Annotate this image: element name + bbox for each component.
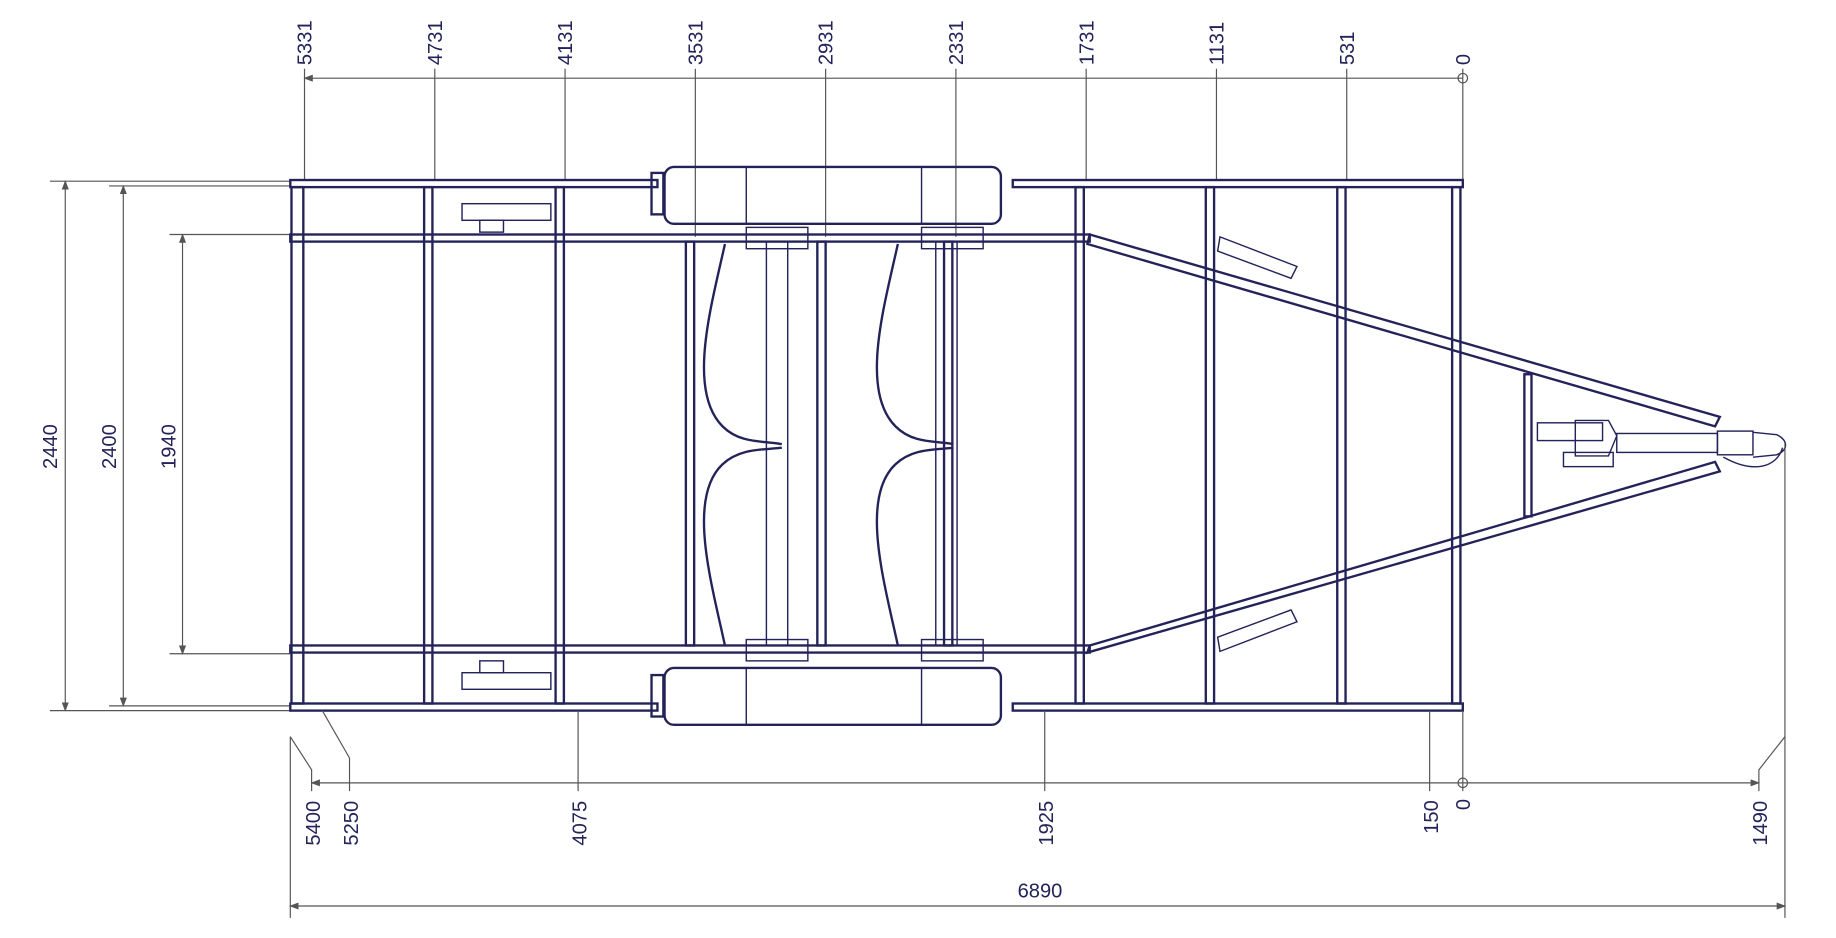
dim-label: 4131 [555,20,577,65]
dim-label: 4731 [425,20,447,65]
dim-label: 1940 [158,424,180,469]
dim-label: 2331 [946,20,968,65]
dim-label: 150 [1421,800,1443,834]
dim-label: 1131 [1207,22,1229,65]
wheel-bottom [650,666,1003,727]
dim-label: 3531 [685,20,707,65]
dim-label: 531 [1337,32,1359,66]
chassis-frame [289,178,1722,712]
dim-label: 6890 [1018,881,1063,903]
dim-label: 1925 [1036,801,1058,846]
overall-length-dimension: 6890 [289,736,1787,918]
width-dimensions: 2440 2400 1940 [40,180,291,712]
tow-coupling [1536,419,1787,468]
dim-label: 0 [1453,799,1475,810]
dim-label: 4075 [569,801,591,846]
dim-label: 2400 [99,424,121,469]
dim-label: 1490 [1750,801,1772,846]
dim-label: 5331 [295,20,317,65]
dim-label: 2931 [816,20,838,65]
bottom-dimension-chain: 5400 5250 4075 1925 150 0 1490 [289,444,1786,846]
dim-label: 5400 [303,801,325,846]
dim-label: 1731 [1076,20,1098,65]
wheel-top [650,165,1003,226]
support-legs [461,202,1298,690]
dim-label: 5250 [341,801,363,846]
dim-label: 0 [1453,54,1475,65]
top-dimension-chain: 5331 4731 4131 3531 2931 2331 1731 1131 … [295,20,1475,237]
dim-label: 2440 [40,424,62,469]
